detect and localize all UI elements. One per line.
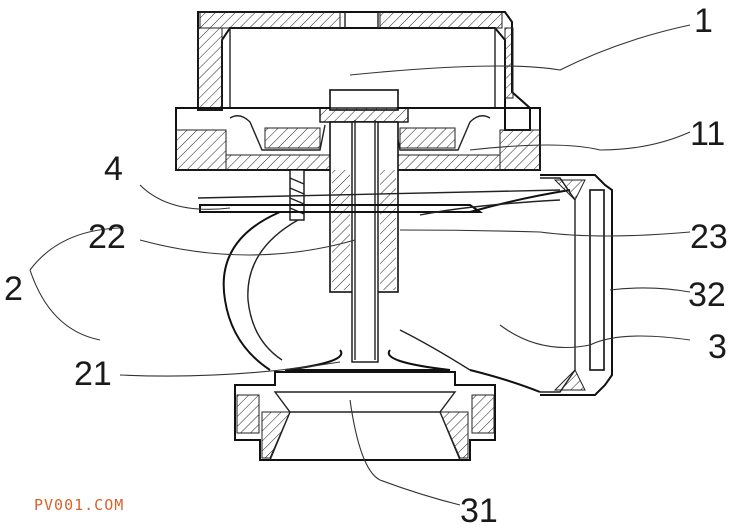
leader-22 xyxy=(139,239,356,256)
inlet-flange xyxy=(234,371,496,461)
label-2: 2 xyxy=(4,270,23,308)
leader-lines xyxy=(29,24,691,506)
leader-32 xyxy=(609,287,691,293)
label-4: 4 xyxy=(104,150,123,188)
bonnet-cover xyxy=(197,11,531,131)
label-22: 22 xyxy=(88,218,126,256)
valve-body xyxy=(222,189,571,371)
label-31: 31 xyxy=(460,492,498,530)
base-plate xyxy=(197,189,561,213)
watermark: PV001.COM xyxy=(34,496,124,514)
label-11: 11 xyxy=(690,115,725,153)
reference-labels: 1 11 4 22 2 23 32 3 21 31 xyxy=(4,2,728,530)
leader-2 xyxy=(29,227,121,341)
leader-1 xyxy=(349,24,691,76)
leader-3 xyxy=(499,324,691,348)
leader-23 xyxy=(399,229,691,237)
label-3: 3 xyxy=(708,328,727,366)
leader-21 xyxy=(119,361,341,377)
label-32: 32 xyxy=(688,276,726,314)
outlet-pipe xyxy=(469,174,613,396)
valve-stem xyxy=(329,120,399,363)
stem-nut xyxy=(319,89,409,123)
label-1: 1 xyxy=(694,2,713,40)
leader-31 xyxy=(349,399,461,506)
leader-4 xyxy=(139,184,231,210)
leader-11 xyxy=(469,131,691,151)
label-23: 23 xyxy=(690,218,728,256)
label-21: 21 xyxy=(74,355,112,393)
